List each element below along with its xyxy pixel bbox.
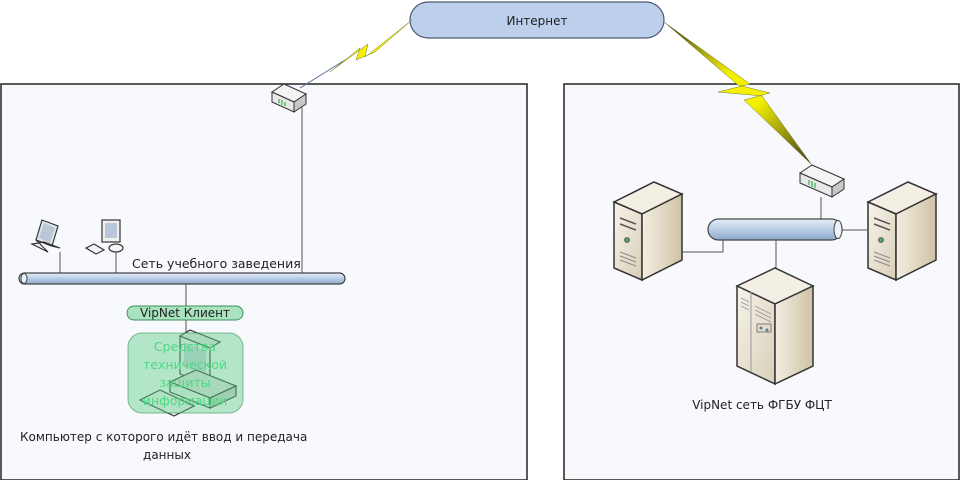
vipnet-client-label: VipNet Клиент	[140, 306, 230, 320]
school-network-bus[interactable]	[18, 272, 346, 285]
vipnet-network-label: VipNet сеть ФГБУ ФЦТ	[692, 398, 832, 412]
vipnet-network-pipe[interactable]	[707, 218, 843, 241]
vipnet-client-badge[interactable]: VipNet Клиент	[126, 305, 244, 321]
wireless-link-left	[299, 19, 413, 89]
workstation-icon[interactable]	[138, 329, 238, 417]
school-network-label: Сеть учебного заведения	[132, 256, 301, 271]
protection-label-line: Средства	[154, 339, 216, 354]
lightning-icon	[329, 19, 413, 73]
router-icon[interactable]	[798, 164, 846, 198]
internet-node[interactable]: Интернет	[409, 1, 665, 39]
router-icon[interactable]	[270, 83, 308, 113]
protection-label-line: защиты	[159, 375, 210, 390]
computer-caption-line: Компьютер с которого идёт ввод и передач…	[20, 430, 307, 444]
server-right-icon[interactable]	[866, 181, 938, 282]
server-rack-icon[interactable]	[735, 267, 815, 386]
protection-means-overlay[interactable]: Средства технической защиты информации	[127, 332, 244, 414]
server-left-link	[682, 240, 724, 253]
laptop-icon[interactable]	[30, 219, 61, 253]
protection-label-line: технической	[143, 357, 227, 372]
protection-label-line: информации	[143, 393, 227, 408]
server-left-icon[interactable]	[612, 181, 684, 282]
internet-label: Интернет	[506, 14, 567, 28]
computer-caption-line: данных	[143, 448, 191, 462]
